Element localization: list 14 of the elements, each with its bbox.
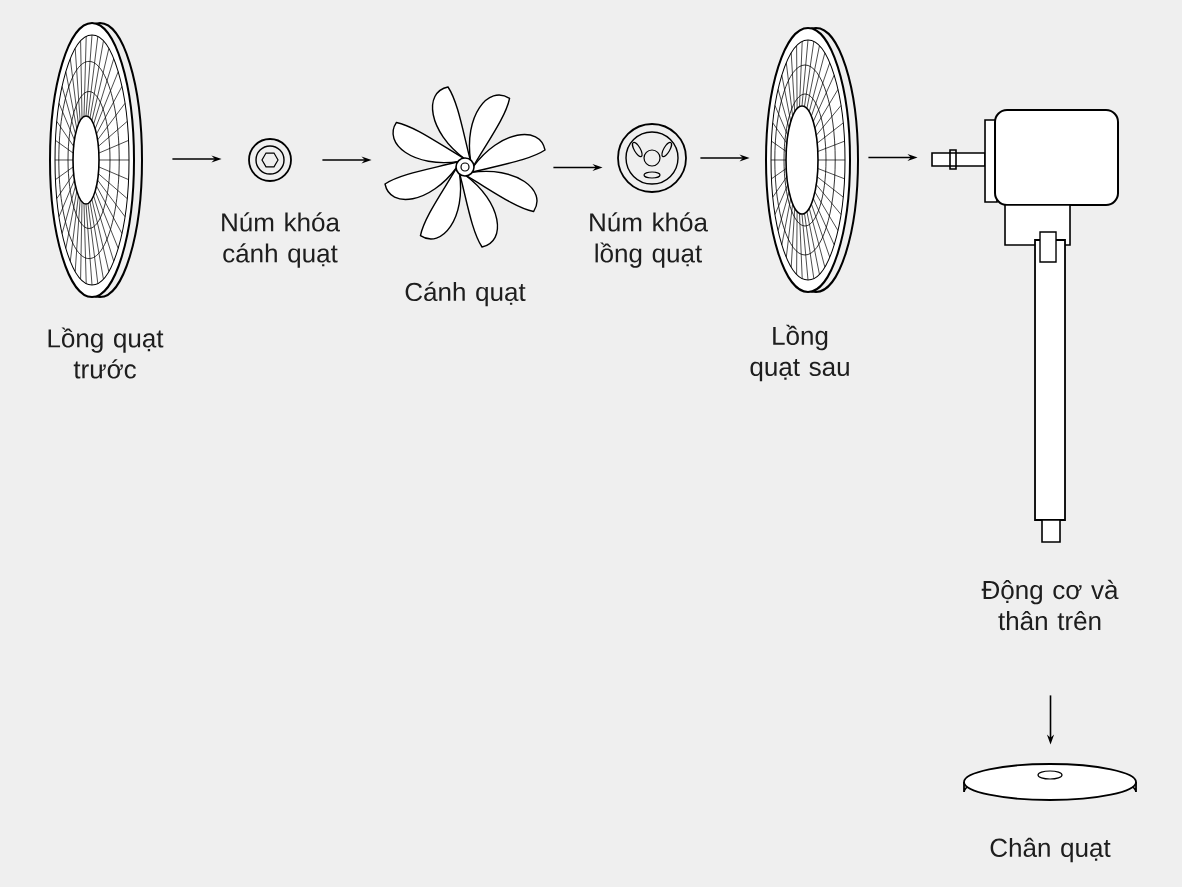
front-guard-drawing [49,22,143,298]
blade-nut-drawing [248,138,292,182]
guard-nut-drawing [617,123,687,193]
part-label: Núm khóa cánh quạt [222,212,340,268]
part-label: Động cơ và thân trên [981,579,1119,631]
part-label: Lồng quạt trước [48,327,164,379]
part-label: Chân quạt [990,837,1111,863]
motor-body-drawing [931,109,1119,543]
part-label: Cánh quạt [405,281,526,307]
part-label: Núm khóa lồng quạt [590,212,708,268]
fan-base-drawing [963,763,1137,801]
fan-blade-drawing [384,86,546,248]
rear-guard-drawing [765,27,859,293]
part-label: Lồng quạt sau [750,324,849,382]
